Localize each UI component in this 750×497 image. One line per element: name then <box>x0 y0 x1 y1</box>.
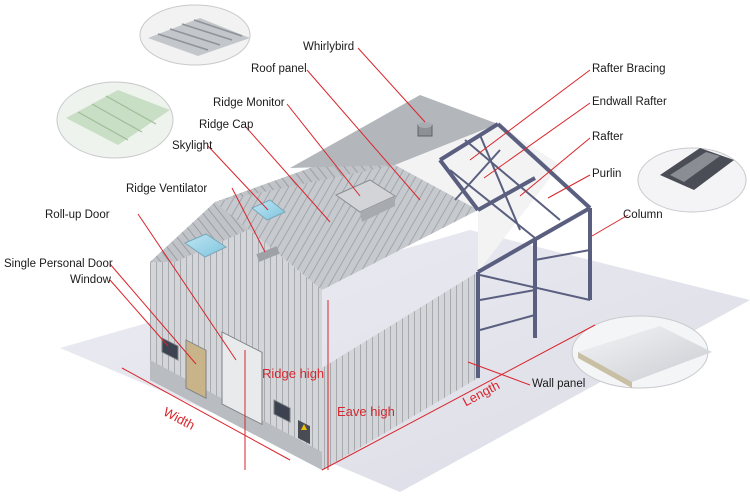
roof-back <box>290 95 498 168</box>
label-window: Window <box>70 274 111 286</box>
dim-ridge-high: Ridge high <box>262 366 325 381</box>
label-purlin: Purlin <box>592 168 622 180</box>
label-rollup-door: Roll-up Door <box>45 209 110 221</box>
rafter-bracing-lines <box>449 134 591 331</box>
open-bay <box>395 124 560 272</box>
rollup-door-shape <box>221 331 263 426</box>
steel-frame <box>438 122 592 378</box>
skylight-shape-1 <box>251 199 286 221</box>
ridge-ventilator-shape <box>256 246 280 262</box>
label-endwall-rafter: Endwall Rafter <box>592 96 667 108</box>
dim-eave-high: Eave high <box>337 404 395 419</box>
dimension-lines <box>121 300 596 471</box>
label-rafter: Rafter <box>592 131 624 143</box>
label-ridge-monitor: Ridge Monitor <box>213 97 285 109</box>
leader-lines <box>109 47 629 386</box>
side-wall <box>322 272 478 470</box>
roof-panel-closeup <box>139 4 251 66</box>
skylight-shape-2 <box>183 233 228 258</box>
label-rafter-bracing: Rafter Bracing <box>592 63 666 75</box>
label-single-personal-door: Single Personal Door <box>4 258 113 270</box>
label-column: Column <box>623 209 663 221</box>
window-shape-2 <box>273 399 291 423</box>
label-roof-panel: Roof panel <box>251 63 307 75</box>
label-ridge-cap: Ridge Cap <box>199 119 254 131</box>
label-wall-panel: Wall panel <box>532 378 586 390</box>
label-whirlybird: Whirlybird <box>303 41 355 53</box>
personal-door-shape <box>185 339 207 399</box>
wall-panel-closeup <box>571 315 712 389</box>
label-ridge-ventilator: Ridge Ventilator <box>126 183 208 195</box>
skylight-closeup <box>56 81 174 159</box>
purlin-closeup <box>637 147 747 213</box>
label-skylight: Skylight <box>172 140 213 152</box>
